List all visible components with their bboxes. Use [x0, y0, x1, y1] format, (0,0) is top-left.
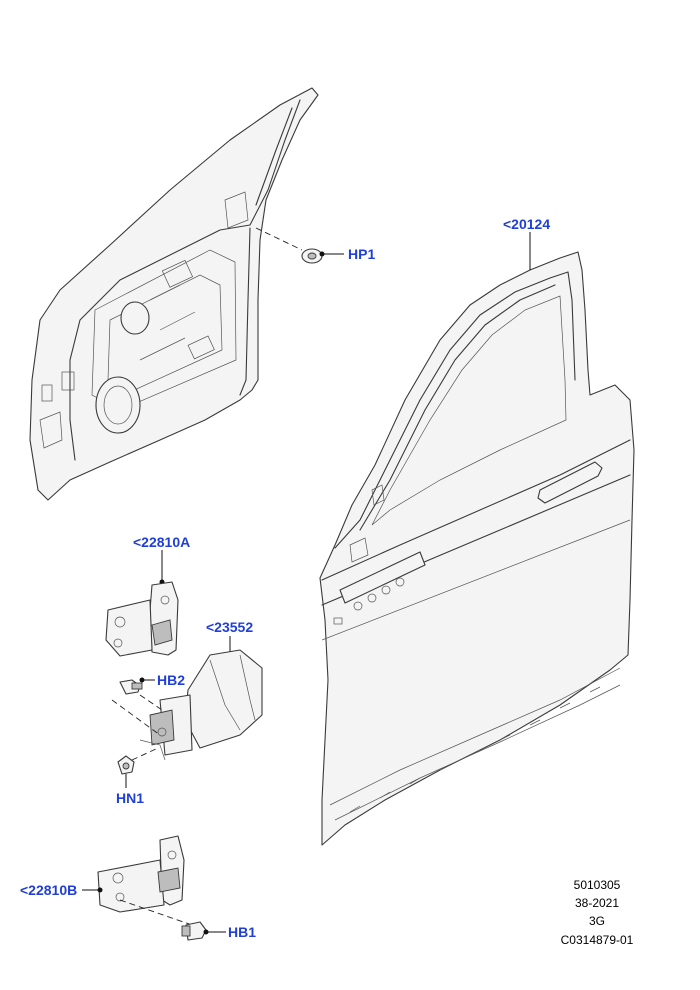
reference-line-2: 38-2021 [575, 896, 619, 910]
lower-hinge-22810b [82, 835, 193, 926]
bolt-hb1 [181, 921, 226, 941]
inner-door-frame [29, 87, 319, 501]
nut-hn1 [117, 747, 159, 788]
upper-hinge-22810a [105, 550, 179, 657]
callout-23552: <23552 [206, 619, 253, 635]
callout-hb1: HB1 [228, 924, 256, 940]
door-check-strap-23552 [139, 636, 263, 761]
callout-20124: <20124 [503, 216, 550, 232]
callout-hn1: HN1 [116, 790, 144, 806]
plug-hp1 [255, 227, 344, 264]
callout-22810b: <22810B [20, 882, 77, 898]
callout-hb2: HB2 [157, 672, 185, 688]
reference-line-4: C0314879-01 [561, 933, 634, 947]
bolt-hb2 [111, 677, 166, 736]
outer-door-panel [319, 232, 635, 846]
callout-hp1: HP1 [348, 246, 375, 262]
callout-22810a: <22810A [133, 534, 190, 550]
reference-line-3: 3G [589, 914, 605, 928]
reference-line-1: 5010305 [574, 878, 621, 892]
